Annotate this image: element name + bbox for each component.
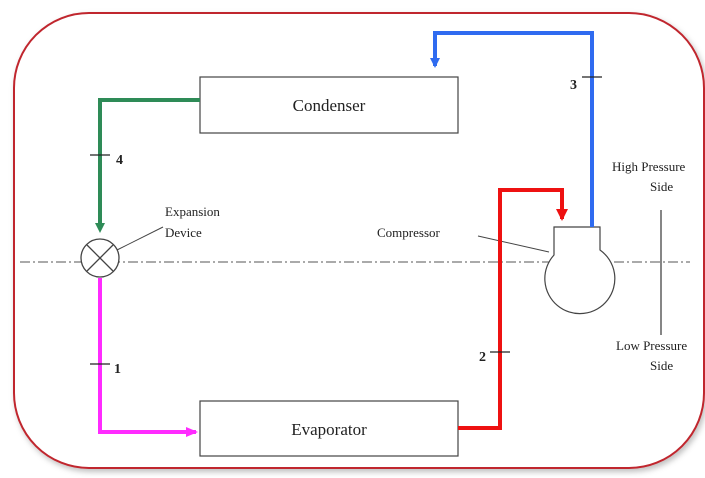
compressor-body bbox=[544, 226, 616, 315]
low-pressure-label-line2: Side bbox=[650, 358, 673, 373]
refrigerant-line-4 bbox=[95, 98, 200, 233]
refrigerant-line-3 bbox=[430, 31, 594, 227]
evaporator-label: Evaporator bbox=[291, 420, 367, 439]
refrigerant-line-2 bbox=[458, 188, 568, 430]
low-pressure-label-line1: Low Pressure bbox=[616, 338, 687, 353]
state-label-4: 4 bbox=[116, 153, 123, 168]
state-label-1: 1 bbox=[114, 362, 121, 377]
expansion-cross-b bbox=[86, 244, 114, 272]
state-label-3: 3 bbox=[570, 78, 577, 93]
state-label-2: 2 bbox=[479, 350, 486, 365]
expansion-label-line2: Device bbox=[165, 225, 202, 240]
refrigerant-line-1 bbox=[98, 278, 198, 437]
high-pressure-label-line1: High Pressure bbox=[612, 159, 686, 174]
condenser-label: Condenser bbox=[293, 96, 366, 115]
compressor-leader-line bbox=[477, 235, 550, 253]
expansion-leader-line bbox=[116, 226, 164, 251]
frame-border bbox=[13, 12, 705, 469]
condenser-box bbox=[199, 76, 459, 134]
expansion-label-line1: Expansion bbox=[165, 204, 220, 219]
high-pressure-label-line2: Side bbox=[650, 179, 673, 194]
compressor-label: Compressor bbox=[377, 225, 441, 240]
